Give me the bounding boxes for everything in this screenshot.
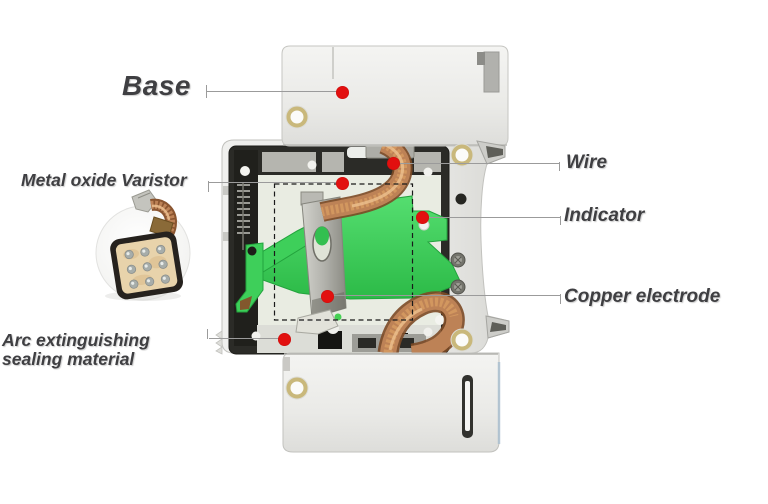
marker-dot-indicator (416, 211, 429, 224)
marker-dot-copper-electrode (321, 290, 334, 303)
indicator-window (455, 193, 467, 205)
leader-line-base (207, 91, 340, 92)
varistor-inset (95, 189, 191, 301)
cover-notch (483, 51, 500, 93)
screw (450, 279, 466, 295)
leader-line-wire (396, 163, 559, 164)
spring (237, 183, 250, 250)
leader-line-arc-material (209, 338, 280, 339)
copper-braid-top (319, 134, 415, 222)
leader-line-indicator (426, 217, 561, 218)
leader-tick-copper-electrode (560, 294, 561, 304)
leader-tick-varistor (208, 181, 209, 192)
label-indicator: Indicator (564, 205, 645, 226)
din-rail-clip-bottom (485, 315, 510, 339)
marker-dot-varistor (336, 177, 349, 190)
label-varistor: Metal oxide Varistor (21, 170, 187, 190)
label-arc-material: Arc extinguishing sealing material (2, 330, 150, 370)
hook-tip (240, 296, 252, 310)
label-copper-electrode: Copper electrode (564, 286, 721, 307)
din-rail-clip-top (476, 140, 506, 165)
screw (450, 252, 466, 268)
inset-varistor-body (110, 231, 183, 300)
bottom-cover (282, 352, 501, 453)
top-cover (281, 45, 509, 147)
label-wire: Wire (566, 152, 608, 173)
screw-hole-gold (285, 105, 474, 400)
din-serration (215, 330, 223, 355)
copper-braid-bottom (377, 291, 465, 365)
leader-tick-wire (559, 162, 560, 171)
metal-bracket (295, 191, 347, 335)
side-column (450, 193, 467, 295)
leader-tick-base (206, 85, 207, 98)
leader-line-varistor (209, 182, 339, 183)
marker-dot-arc-material (278, 333, 291, 346)
arc-sealing-piece (295, 309, 339, 335)
marker-dot-wire (387, 157, 400, 170)
leader-tick-indicator (560, 216, 561, 225)
leader-line-copper-electrode (331, 295, 561, 296)
label-base: Base (122, 70, 191, 101)
marker-dot-base (336, 86, 349, 99)
leader-tick-arc-material (207, 329, 208, 339)
sealing-green-dot (334, 313, 342, 321)
